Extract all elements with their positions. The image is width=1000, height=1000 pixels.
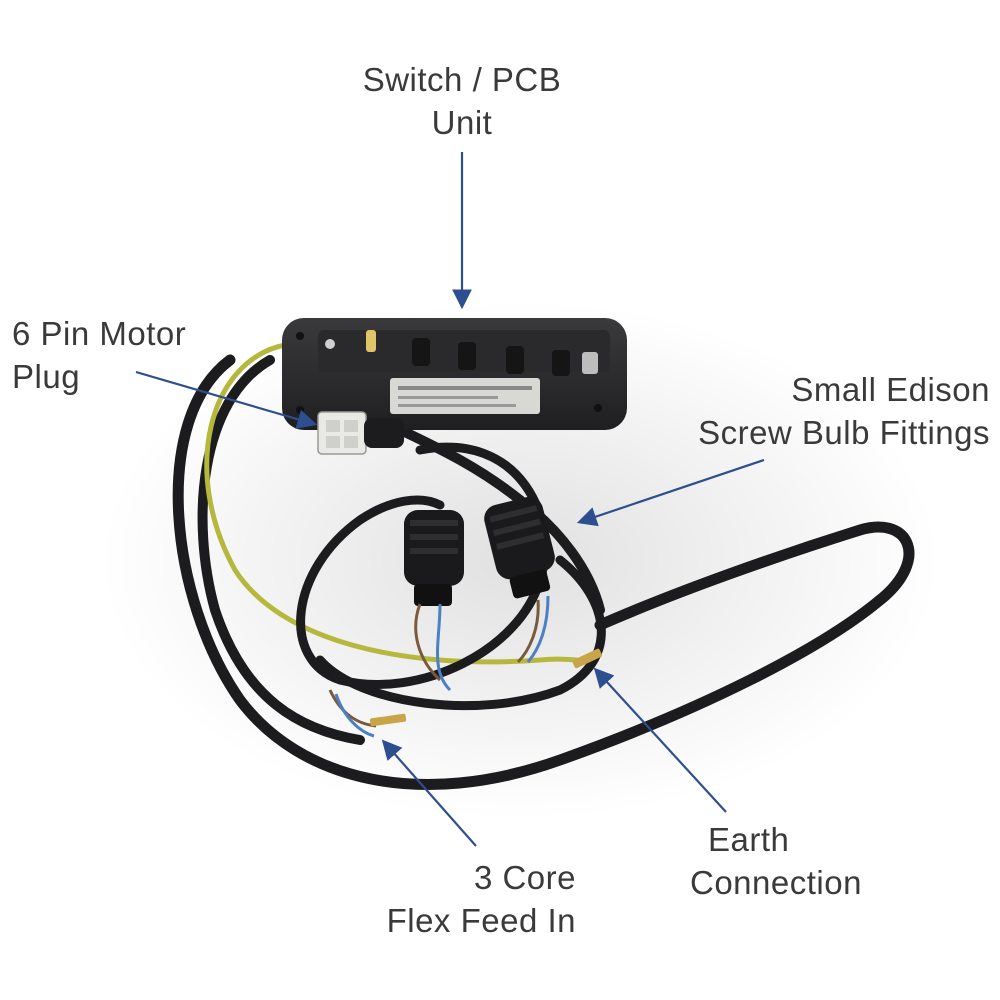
label-line: Unit	[431, 104, 493, 141]
label-line: Switch / PCB	[362, 61, 562, 98]
switch-pcb-housing	[282, 318, 627, 430]
outer-cable-loop	[172, 354, 915, 790]
bulb-cable-3	[315, 555, 606, 711]
earth-wire	[204, 342, 593, 665]
motor-plug-connector	[317, 411, 404, 455]
label-line: 6 Pin Motor	[12, 315, 187, 352]
bulb-fitting-left	[404, 510, 464, 606]
label-line: Small Edison	[791, 371, 990, 408]
label-motor-plug: 6 Pin Motor Plug	[12, 312, 232, 398]
earth-terminal	[572, 648, 603, 669]
arrow-earth	[593, 667, 727, 813]
arrow-edison	[576, 458, 765, 527]
brown-wire-right	[516, 599, 540, 664]
flex-feed-end	[328, 689, 377, 728]
flex-feed-end-blue	[334, 693, 375, 738]
blue-wire-right	[526, 595, 550, 663]
blue-wire-left	[436, 603, 452, 692]
arrow-flex-feed	[381, 739, 477, 847]
label-line: Screw Bulb Fittings	[698, 414, 990, 451]
flex-terminal	[369, 713, 407, 727]
brown-wire-left	[414, 603, 442, 682]
label-line: Plug	[12, 358, 81, 395]
label-line: Flex Feed In	[386, 902, 576, 939]
bulb-fitting-right	[484, 496, 555, 599]
label-line: Connection	[690, 864, 862, 901]
label-flex-feed-in: 3 Core Flex Feed In	[340, 856, 576, 942]
label-earth-connection: Earth Connection	[690, 818, 930, 904]
arrow-motor-plug	[135, 370, 318, 429]
label-line: Earth	[708, 821, 790, 858]
label-line: 3 Core	[473, 859, 576, 896]
label-switch-pcb-unit: Switch / PCB Unit	[330, 58, 594, 144]
label-edison-bulb-fittings: Small Edison Screw Bulb Fittings	[640, 368, 990, 454]
feed-cable-loop	[197, 355, 365, 745]
